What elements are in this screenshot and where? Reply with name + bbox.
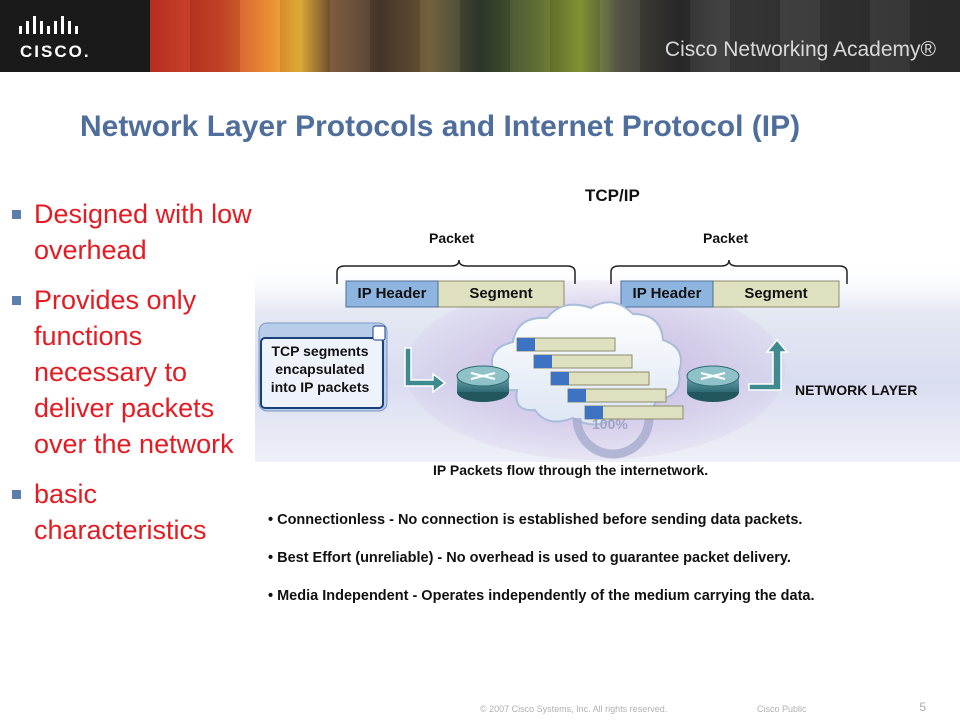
diagram-graphics — [255, 259, 960, 462]
packet-brace-1 — [336, 259, 576, 284]
header-banner: CISCO. Cisco Networking Academy® — [0, 0, 960, 72]
bullet-item: Provides only functions necessary to del… — [10, 282, 255, 462]
packet-brace-2 — [610, 259, 848, 284]
cisco-logo-icon — [19, 16, 78, 34]
square-bullet-icon — [12, 490, 21, 499]
bullet-item: basic characteristics — [10, 476, 255, 548]
characteristic-item: • Connectionless - No connection is esta… — [268, 512, 803, 528]
diagram-caption: IP Packets flow through the internetwork… — [433, 462, 709, 478]
segment-label-1: Segment — [469, 285, 533, 302]
packet-label-1: Packet — [429, 230, 475, 246]
arrow-right-icon — [404, 347, 447, 394]
callout-box — [260, 337, 384, 409]
arrow-up-icon — [748, 338, 789, 391]
percent-watermark: 100% — [592, 416, 628, 432]
encapsulation-callout: TCP segments encapsulated into IP packet… — [270, 343, 370, 395]
bullet-list: Designed with low overhead Provides only… — [10, 196, 255, 562]
packet-stack-icon — [516, 337, 684, 420]
progress-ring-watermark — [572, 417, 654, 459]
ip-header-box-1 — [345, 280, 439, 308]
router-left-icon — [456, 365, 510, 402]
page-number: 5 — [919, 700, 926, 714]
network-layer-label: NETWORK LAYER — [795, 382, 918, 398]
ip-header-box-2 — [620, 280, 714, 308]
ip-header-label-2: IP Header — [632, 285, 702, 302]
square-bullet-icon — [12, 210, 21, 219]
square-bullet-icon — [12, 296, 21, 305]
segment-label-2: Segment — [744, 285, 808, 302]
photo-strip — [150, 0, 960, 72]
footer-classification: Cisco Public — [757, 704, 807, 714]
packet-label-2: Packet — [703, 230, 749, 246]
footer-copyright: © 2007 Cisco Systems, Inc. All rights re… — [480, 704, 668, 714]
characteristic-item: • Media Independent - Operates independe… — [268, 588, 815, 604]
tcpip-diagram: TCP/IP Packet Packet IP Header Segment I… — [255, 180, 960, 480]
diagram-heading: TCP/IP — [585, 186, 640, 205]
callout-tab — [372, 325, 386, 341]
ip-header-label-1: IP Header — [357, 285, 427, 302]
academy-title: Cisco Networking Academy® — [664, 38, 936, 61]
characteristics-list: • Connectionless - No connection is esta… — [268, 512, 948, 626]
bullet-item: Designed with low overhead — [10, 196, 255, 268]
characteristic-item: • Best Effort (unreliable) - No overhead… — [268, 550, 791, 566]
router-right-icon — [686, 365, 740, 402]
slide-title: Network Layer Protocols and Internet Pro… — [80, 110, 801, 143]
cisco-logo-text: CISCO. — [20, 42, 91, 61]
